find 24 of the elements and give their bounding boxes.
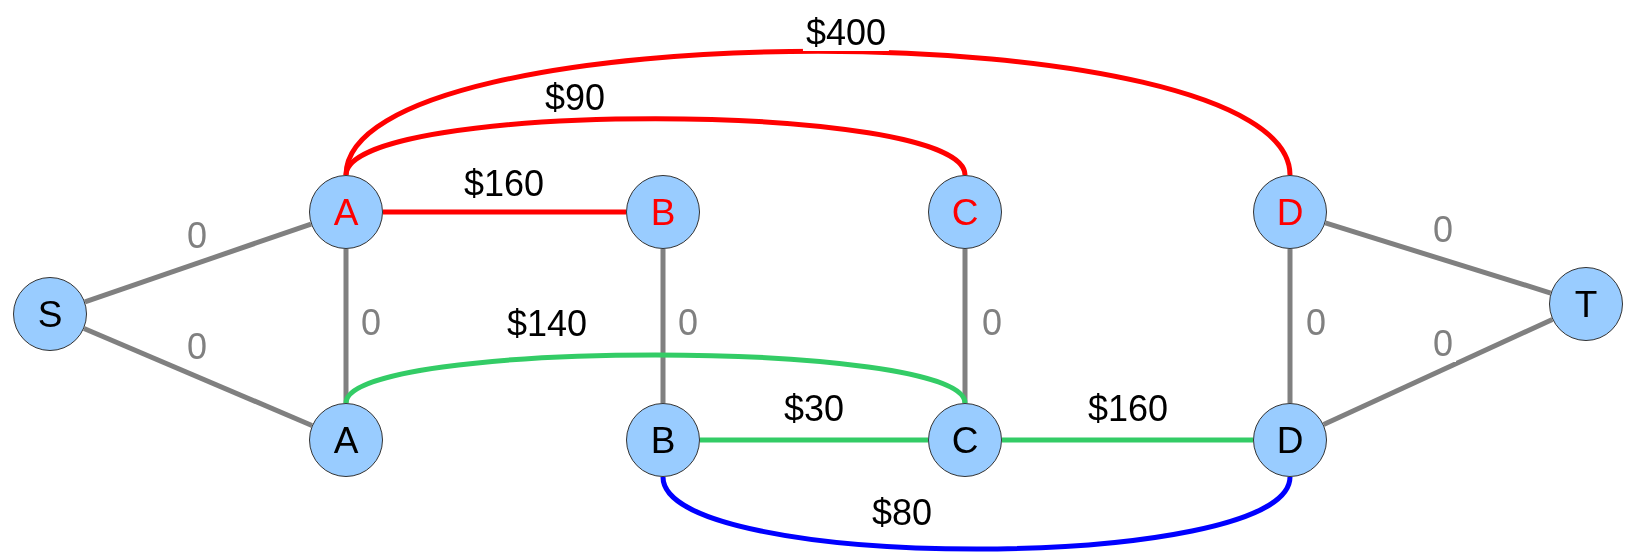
connector-line [344,352,967,405]
node-label: C [951,421,979,459]
node-label: C [951,193,979,231]
connector-line [83,326,313,428]
connector-line [660,249,666,403]
connector-line [1287,249,1293,403]
connector-line [1002,437,1253,443]
connector-line [700,437,928,443]
node-label: D [1276,193,1304,231]
connector-line [962,249,968,403]
node-label: D [1276,421,1304,459]
node-label: S [37,295,63,333]
connector-line [84,221,312,305]
edge-label: $400 [802,15,890,51]
connector-line [383,209,626,215]
connector-line [660,475,1293,552]
node-label: A [333,421,359,459]
node-label: A [333,193,359,231]
connector-line [343,48,1293,177]
node-label: B [650,421,676,459]
node-label: B [650,193,676,231]
node-label: T [1574,285,1598,323]
connector-line [1322,317,1554,427]
connector-line [1324,220,1552,296]
